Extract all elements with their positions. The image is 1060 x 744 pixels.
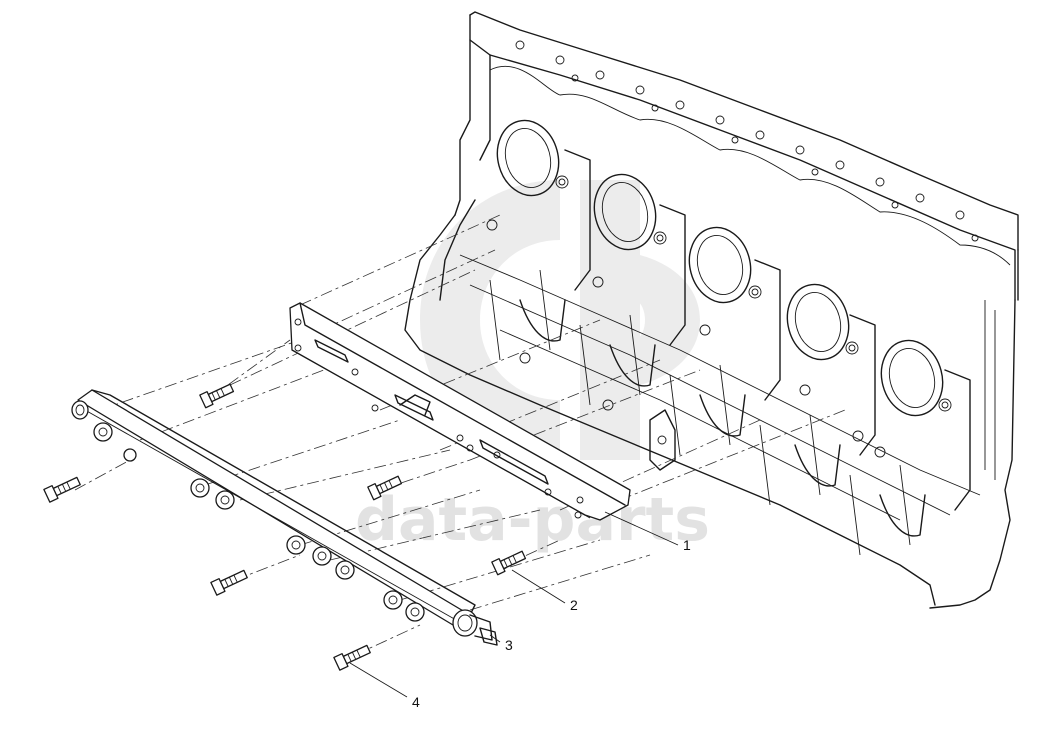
bolt — [367, 475, 403, 501]
part-2-bolts — [199, 383, 527, 576]
bolt — [491, 550, 527, 576]
callout-4-number: 4 — [412, 694, 420, 710]
callout-3-number: 3 — [505, 637, 513, 653]
watermark-text: data-parts — [355, 485, 710, 555]
callout-2-number: 2 — [570, 597, 578, 613]
bolt — [43, 476, 81, 503]
callouts: 1 2 3 4 — [349, 511, 691, 710]
callout-1-number: 1 — [683, 537, 691, 553]
callout-3-leader — [489, 634, 501, 643]
rail-ports — [93, 422, 425, 622]
engine-block — [404, 11, 1019, 609]
callout-4-leader — [349, 662, 408, 698]
bolt — [210, 569, 248, 596]
part-3-fuel-rail — [71, 389, 498, 646]
cylinder-bores — [496, 119, 944, 417]
part-1-bracket — [289, 302, 631, 521]
bolt — [333, 644, 371, 671]
watermark-logo: data-parts — [355, 180, 710, 555]
callout-1-leader — [604, 511, 679, 546]
part-4-bolts — [43, 476, 371, 671]
callout-2-leader — [511, 569, 566, 604]
bolt — [199, 383, 235, 409]
pressure-sensor — [452, 609, 498, 646]
